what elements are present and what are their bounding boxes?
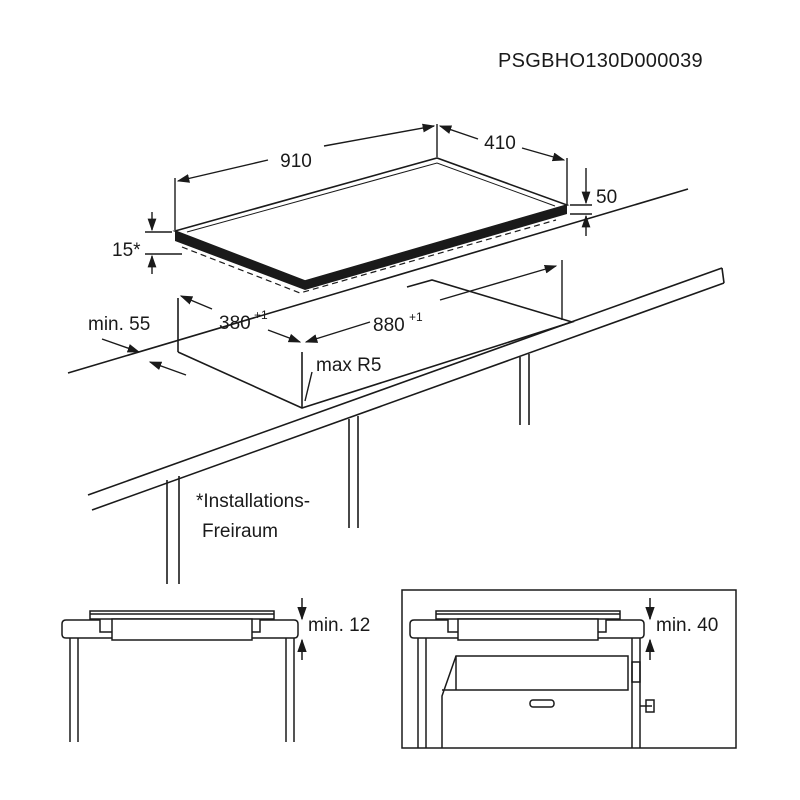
detail-right — [401, 589, 737, 749]
label-corner-radius: max R5 — [316, 355, 381, 376]
label-width: 910 — [280, 151, 312, 172]
label-min-edge: min. 55 — [88, 314, 150, 335]
label-height: 50 — [596, 187, 617, 208]
hob — [172, 157, 570, 294]
cabinet-legs — [166, 354, 530, 584]
document-code: PSGBHO130D000039 — [498, 50, 703, 72]
label-cutout-depth: 380 — [219, 313, 251, 334]
footnote-line-2: Freiraum — [202, 521, 278, 542]
cutout-outline — [177, 279, 575, 409]
detail-left-label: min. 12 — [308, 615, 370, 636]
dimension-lines — [101, 123, 592, 402]
label-depth: 410 — [484, 133, 516, 154]
detail-right-label: min. 40 — [656, 615, 718, 636]
detail-left — [61, 598, 307, 742]
footnote-line-1: *Installations- — [196, 491, 310, 512]
label-clearance: 15* — [112, 240, 141, 261]
label-cutout-depth-tol: +1 — [254, 308, 268, 322]
label-cutout-width: 880 — [373, 315, 405, 336]
label-cutout-width-tol: +1 — [409, 310, 423, 324]
